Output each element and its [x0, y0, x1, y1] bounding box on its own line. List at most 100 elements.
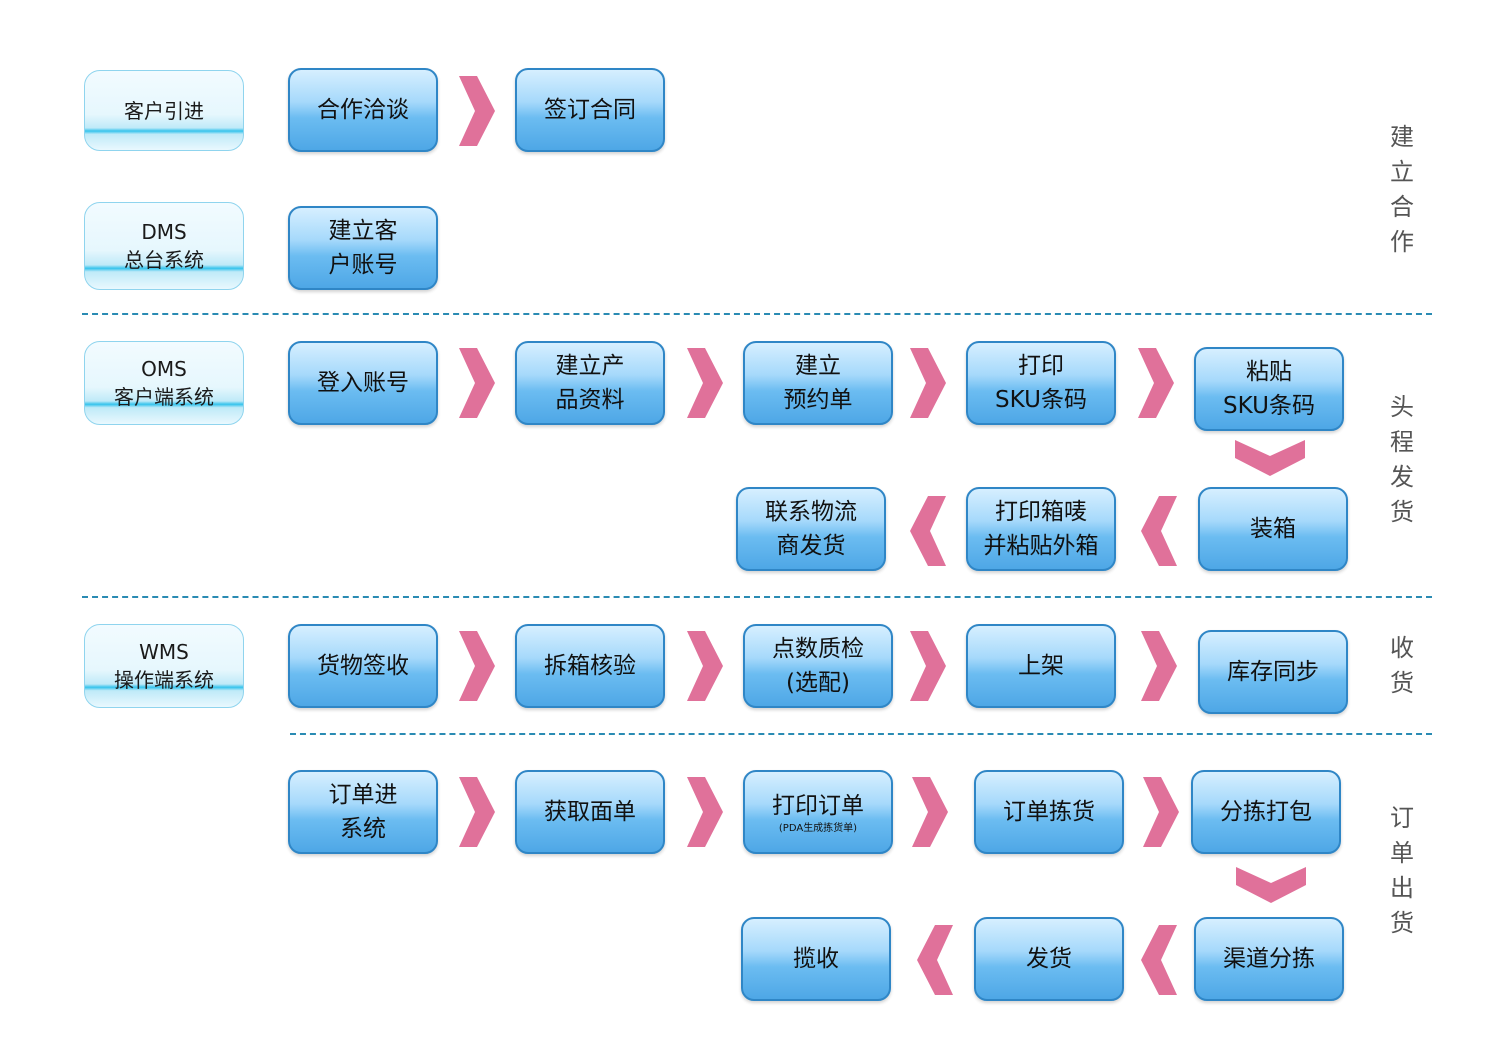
chevron-left-icon — [910, 496, 946, 566]
section-label-char: 收 — [1390, 634, 1414, 662]
chevron-right-icon — [459, 777, 495, 847]
step-count-qc: 点数质检 (选配) — [743, 624, 893, 708]
step-label: 发货 — [1026, 946, 1072, 972]
section-label-char: 作 — [1390, 228, 1414, 256]
chevron-right-icon — [1141, 631, 1177, 701]
step-label-line2: SKU条码 — [1223, 393, 1315, 419]
section-label-char: 发 — [1390, 463, 1414, 491]
step-unbox-check: 拆箱核验 — [515, 624, 665, 708]
step-label-line2: 预约单 — [783, 387, 853, 413]
step-paste-sku: 粘贴 SKU条码 — [1194, 347, 1344, 431]
step-product-info: 建立产 品资料 — [515, 341, 665, 425]
section-label-char: 建 — [1390, 123, 1414, 151]
step-label: 登入账号 — [317, 370, 409, 396]
section-label-char: 出 — [1390, 874, 1414, 902]
system-dms: DMS 总台系统 — [84, 202, 244, 290]
step-label: 拆箱核验 — [544, 653, 636, 679]
chevron-down-icon — [1236, 867, 1306, 903]
section-label-char: 单 — [1390, 839, 1414, 867]
step-label: 货物签收 — [317, 653, 409, 679]
section-label-char: 货 — [1390, 498, 1414, 526]
section-divider — [82, 596, 1432, 598]
step-label: 上架 — [1018, 653, 1064, 679]
step-get-waybill: 获取面单 — [515, 770, 665, 854]
step-label-line1: 粘贴 — [1246, 359, 1292, 385]
system-desc: 操作端系统 — [114, 668, 214, 692]
section-label-char: 货 — [1390, 669, 1414, 697]
step-label-line1: 建立客 — [328, 218, 398, 244]
step-sign-contract: 签订合同 — [515, 68, 665, 152]
step-label: 订单拣货 — [1003, 799, 1095, 825]
step-ship: 发货 — [974, 917, 1124, 1001]
step-packing: 装箱 — [1198, 487, 1348, 571]
chevron-right-icon — [910, 631, 946, 701]
step-create-account: 建立客 户账号 — [288, 206, 438, 290]
step-label-line1: 联系物流 — [765, 499, 857, 525]
step-print-box-label: 打印箱唛 并粘贴外箱 — [966, 487, 1116, 571]
step-label-line2: 系统 — [340, 816, 386, 842]
section-label-first-leg: 头 程 发 货 — [1387, 390, 1417, 530]
section-label-char: 合 — [1390, 193, 1414, 221]
chevron-right-icon — [687, 777, 723, 847]
step-label-line1: 打印 — [1018, 353, 1064, 379]
step-label-line1: 建立 — [795, 353, 841, 379]
step-label-line2: 并粘贴外箱 — [983, 533, 1099, 559]
chevron-right-icon — [1138, 348, 1174, 418]
step-receive-goods: 货物签收 — [288, 624, 438, 708]
step-label-line1: 订单进 — [328, 782, 398, 808]
section-label-char: 订 — [1390, 804, 1414, 832]
system-name: DMS — [141, 220, 187, 244]
step-label: 合作洽谈 — [317, 97, 409, 123]
chevron-down-icon — [1235, 440, 1305, 476]
section-divider — [82, 313, 1432, 315]
step-shelving: 上架 — [966, 624, 1116, 708]
step-sort-pack: 分拣打包 — [1191, 770, 1341, 854]
step-label: 签订合同 — [544, 97, 636, 123]
step-label-line2: (选配) — [786, 670, 850, 696]
step-label: 渠道分拣 — [1223, 946, 1315, 972]
system-name: OMS — [141, 357, 187, 381]
step-label: 获取面单 — [544, 799, 636, 825]
section-label-outbound: 订 单 出 货 — [1387, 801, 1417, 941]
chevron-right-icon — [1143, 777, 1179, 847]
chevron-left-icon — [1141, 925, 1177, 995]
system-customer-intro: 客户引进 — [84, 70, 244, 151]
step-order-in: 订单进 系统 — [288, 770, 438, 854]
step-contact-logistics: 联系物流 商发货 — [736, 487, 886, 571]
section-label-char: 立 — [1390, 158, 1414, 186]
step-booking: 建立 预约单 — [743, 341, 893, 425]
system-desc: 客户端系统 — [114, 385, 214, 409]
step-label-line2: SKU条码 — [995, 387, 1087, 413]
step-label-line1: 打印订单 — [772, 793, 864, 819]
system-wms: WMS 操作端系统 — [84, 624, 244, 708]
step-label-line1: 建立产 — [555, 353, 625, 379]
step-label: 揽收 — [793, 946, 839, 972]
step-label-line2: 户账号 — [328, 252, 398, 278]
chevron-right-icon — [459, 348, 495, 418]
chevron-right-icon — [459, 76, 495, 146]
step-label-note: (PDA生成拣货单) — [778, 823, 858, 834]
step-label: 分拣打包 — [1220, 799, 1312, 825]
system-label: 客户引进 — [124, 98, 204, 123]
section-label-char: 头 — [1390, 393, 1414, 421]
step-label-line2: 商发货 — [776, 533, 846, 559]
step-login: 登入账号 — [288, 341, 438, 425]
step-order-picking: 订单拣货 — [974, 770, 1124, 854]
system-desc: 总台系统 — [124, 248, 204, 272]
section-label-char: 程 — [1390, 428, 1414, 456]
step-label: 库存同步 — [1227, 659, 1319, 685]
chevron-right-icon — [687, 631, 723, 701]
section-label-char: 货 — [1390, 909, 1414, 937]
section-label-receiving: 收 货 — [1387, 631, 1417, 701]
chevron-right-icon — [910, 348, 946, 418]
section-divider — [290, 733, 1432, 735]
chevron-right-icon — [912, 777, 948, 847]
chevron-right-icon — [687, 348, 723, 418]
system-oms: OMS 客户端系统 — [84, 341, 244, 425]
chevron-right-icon — [459, 631, 495, 701]
section-label-cooperation: 建 立 合 作 — [1387, 120, 1417, 260]
step-label-line1: 点数质检 — [772, 636, 864, 662]
step-stock-sync: 库存同步 — [1198, 630, 1348, 714]
system-name: WMS — [139, 640, 189, 664]
step-print-sku: 打印 SKU条码 — [966, 341, 1116, 425]
